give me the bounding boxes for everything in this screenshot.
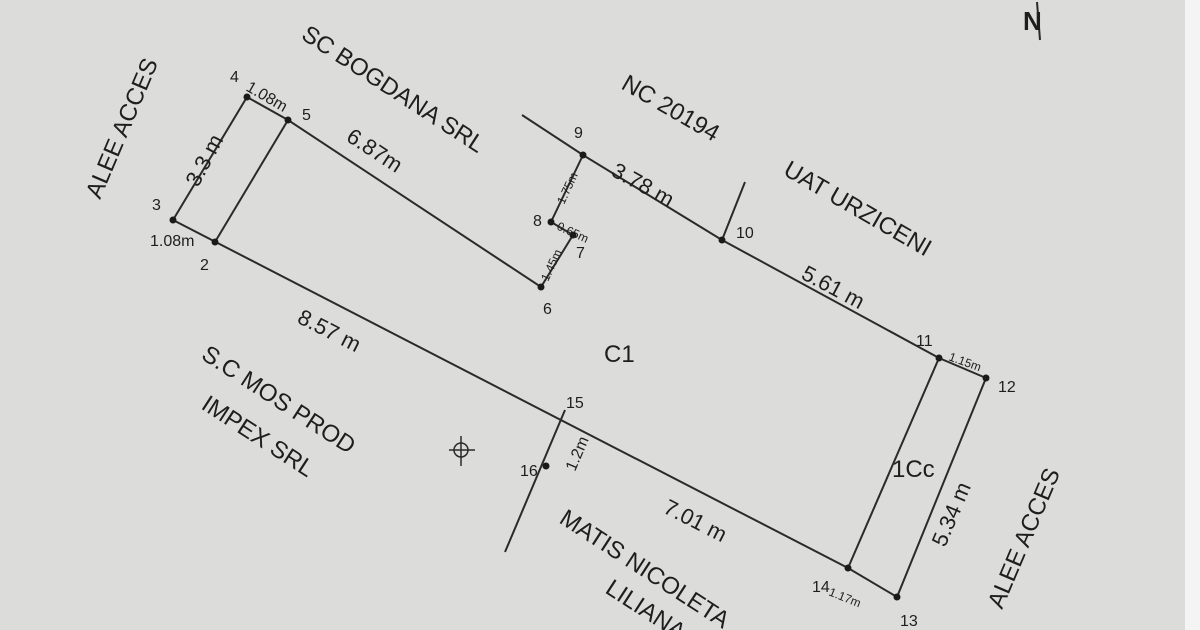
point-14: 14 bbox=[812, 579, 830, 596]
north-arrow-icon: N bbox=[1023, 1, 1042, 41]
north-symbol: N bbox=[1023, 6, 1042, 36]
point-4: 4 bbox=[230, 69, 239, 86]
building-label: 1Cc bbox=[892, 456, 935, 483]
survey-marker-icon bbox=[449, 436, 475, 466]
point-numbers: 2 3 4 5 6 7 8 9 10 11 12 13 14 15 16 bbox=[152, 69, 1016, 630]
dim-3-2: 1.08m bbox=[150, 233, 194, 250]
point-2: 2 bbox=[200, 257, 209, 274]
point-12: 12 bbox=[998, 379, 1016, 396]
point-5: 5 bbox=[302, 107, 311, 124]
point-16: 16 bbox=[520, 463, 538, 480]
point-7: 7 bbox=[576, 245, 585, 262]
building-wall bbox=[847, 357, 940, 569]
point-6: 6 bbox=[543, 301, 552, 318]
point-13: 13 bbox=[900, 613, 918, 630]
point-9: 9 bbox=[574, 125, 583, 142]
page-edge bbox=[1185, 0, 1200, 630]
parcel-label: C1 bbox=[604, 341, 635, 368]
point-3: 3 bbox=[152, 197, 161, 214]
point-11: 11 bbox=[916, 333, 933, 350]
point-15: 15 bbox=[566, 395, 584, 412]
survey-points bbox=[169, 93, 990, 601]
point-10: 10 bbox=[736, 225, 754, 242]
point-8: 8 bbox=[533, 213, 542, 230]
